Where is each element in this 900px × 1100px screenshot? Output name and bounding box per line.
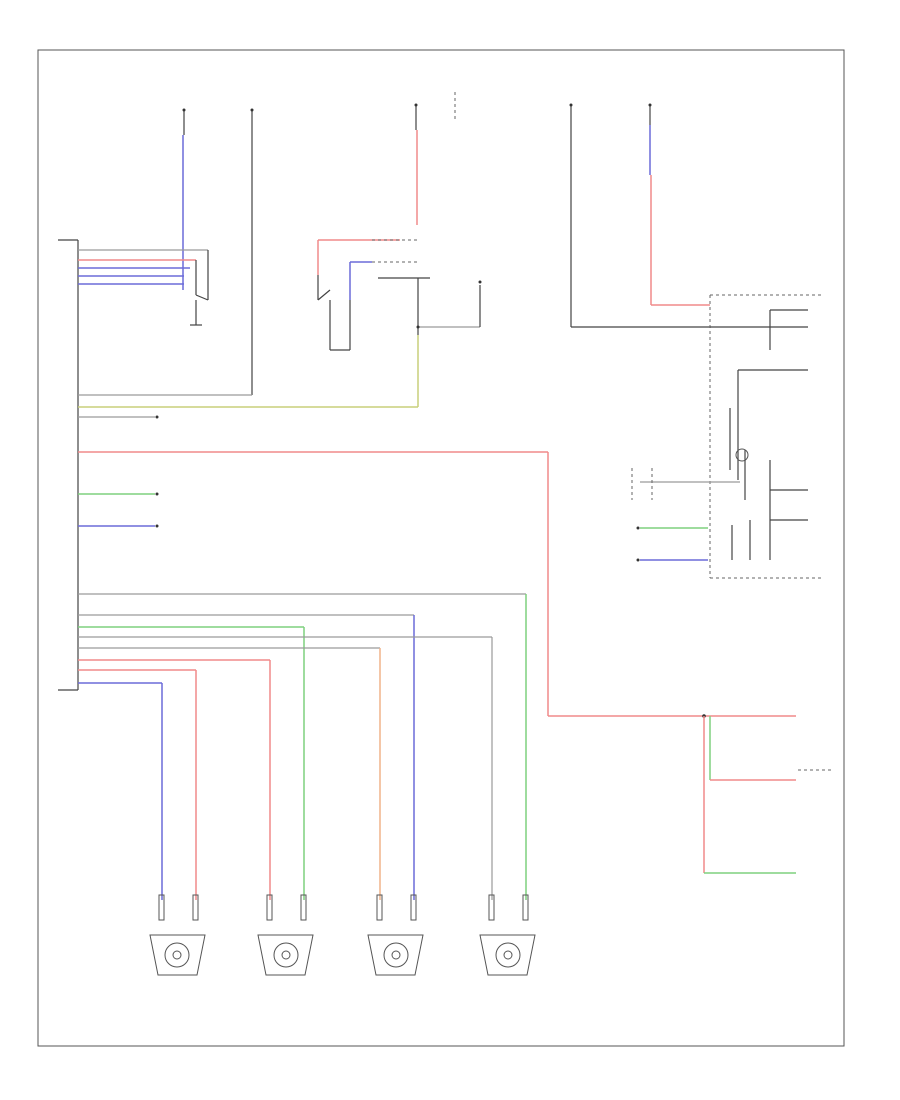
right-inputs bbox=[631, 468, 740, 562]
speaker-2 bbox=[257, 894, 314, 976]
speaker-3 bbox=[367, 894, 424, 976]
fuse-feed-5 bbox=[648, 103, 710, 306]
fuse-feed-4 bbox=[569, 103, 710, 328]
center-switch-assembly bbox=[317, 92, 482, 351]
fuse-feed-2 bbox=[250, 108, 254, 395]
fuse-feed-1 bbox=[182, 108, 186, 290]
fuse-feed-3 bbox=[414, 103, 418, 225]
right-junction bbox=[702, 714, 834, 874]
main-control-module bbox=[58, 239, 79, 691]
right-control-module bbox=[709, 294, 822, 579]
stub-wire-1 bbox=[78, 415, 159, 419]
wire-red-long bbox=[78, 451, 796, 717]
stub-wire-blue bbox=[78, 524, 159, 528]
switch-wires bbox=[78, 249, 209, 326]
speaker-4 bbox=[479, 894, 536, 976]
speaker-1 bbox=[149, 894, 206, 976]
diagram-frame bbox=[37, 49, 845, 1047]
speaker-wires bbox=[78, 593, 527, 900]
stub-wire-green bbox=[78, 492, 159, 496]
